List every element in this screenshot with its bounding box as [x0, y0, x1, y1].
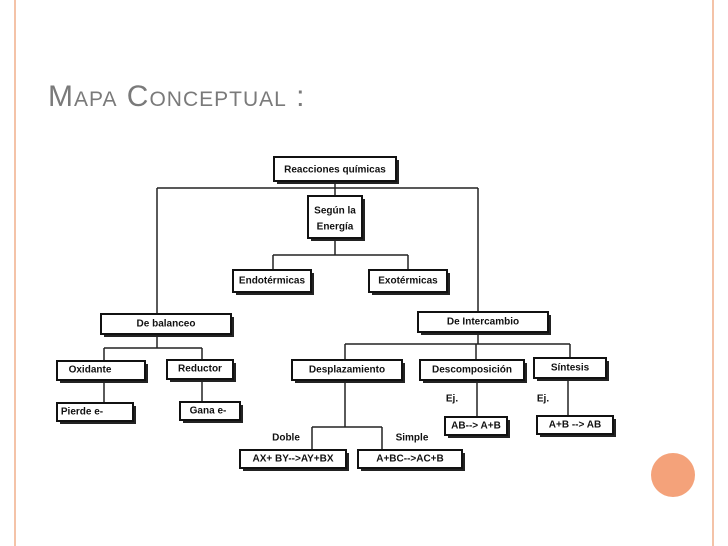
node-simple-formula: A+BC-->AC+B — [357, 449, 465, 471]
node-intercambio: De Intercambio — [417, 311, 551, 335]
node-reacciones: Reacciones químicas — [273, 156, 399, 184]
node-label: Según la — [314, 206, 356, 217]
node-label: Descomposición — [432, 365, 512, 376]
node-doble-formula: AX+ BY-->AY+BX — [239, 449, 349, 471]
decorative-circle — [651, 453, 695, 497]
doble-label: Doble — [272, 433, 300, 444]
node-label: Reductor — [178, 364, 222, 375]
simple-label: Simple — [396, 433, 429, 444]
node-segun-energia: Según la Energía — [307, 195, 365, 241]
node-label: Exotérmicas — [378, 276, 438, 287]
slide-frame — [14, 0, 714, 546]
node-desplazamiento: Desplazamiento — [291, 359, 405, 383]
node-ab-formula: AB--> A+B — [444, 416, 510, 438]
node-label: A+B --> AB — [549, 420, 601, 431]
node-label: De Intercambio — [447, 317, 519, 328]
node-balanceo: De balanceo — [100, 313, 234, 337]
node-label: AX+ BY-->AY+BX — [252, 454, 333, 465]
node-oxidante: Oxidante — [56, 360, 148, 383]
node-label: A+BC-->AC+B — [376, 454, 444, 465]
node-label: Gana e- — [190, 406, 227, 417]
node-label: Desplazamiento — [309, 365, 385, 376]
node-descomposicion: Descomposición — [419, 359, 527, 383]
ej-label-sintesis: Ej. — [537, 394, 549, 405]
edges — [103, 181, 571, 450]
node-sintesis: Síntesis — [533, 357, 609, 381]
node-endotermicas: Endotérmicas — [232, 269, 314, 295]
node-sintesis-formula: A+B --> AB — [536, 415, 616, 437]
node-gana: Gana e- — [179, 401, 243, 423]
node-label: Oxidante — [69, 365, 112, 376]
node-label: Pierde e- — [61, 407, 103, 418]
node-reductor: Reductor — [166, 359, 236, 382]
node-exotermicas: Exotérmicas — [368, 269, 450, 295]
node-label: AB--> A+B — [451, 421, 501, 432]
slide-title: Mapa Conceptual : — [48, 80, 306, 113]
node-pierde: Pierde e- — [56, 402, 136, 424]
node-label: Reacciones químicas — [284, 165, 386, 176]
node-label: Síntesis — [551, 363, 590, 374]
ej-label-descomposicion: Ej. — [446, 394, 458, 405]
node-label: Energía — [317, 222, 354, 233]
node-label: De balanceo — [137, 319, 196, 330]
node-label: Endotérmicas — [239, 276, 306, 287]
